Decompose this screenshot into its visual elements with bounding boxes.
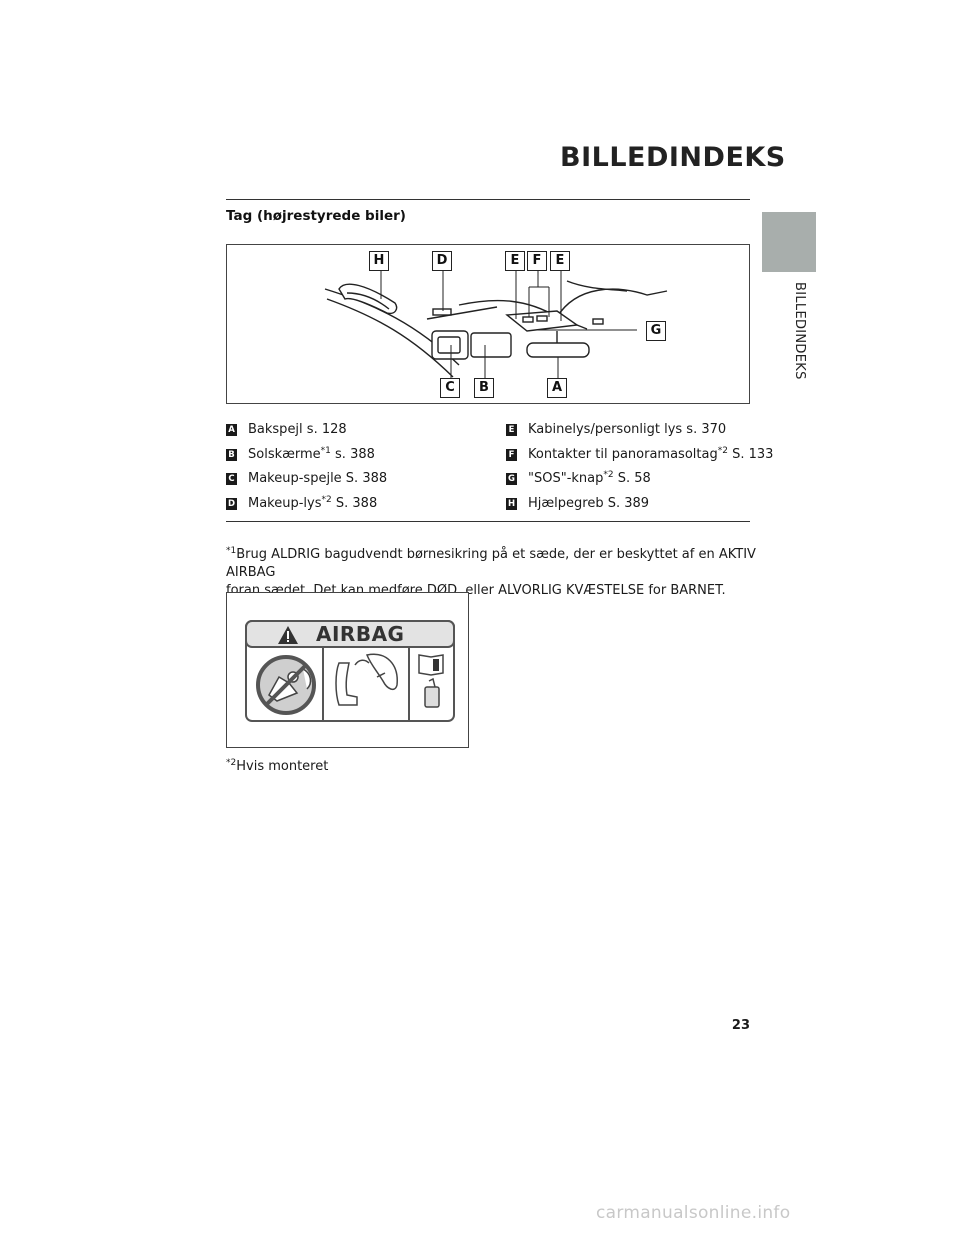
legend-page-ref: S. 133 <box>727 446 774 462</box>
legend-key: F <box>506 448 517 461</box>
airbag-warning-label <box>226 592 469 748</box>
footnote-mark: *2 <box>226 758 237 768</box>
callout-e-right: E <box>550 251 570 271</box>
legend-key: E <box>506 424 517 436</box>
legend-text: Kontakter til panoramasoltag <box>528 446 718 462</box>
roof-drawing <box>324 271 668 380</box>
callout-c: C <box>440 378 460 398</box>
footnote-ref: *2 <box>717 445 728 456</box>
section-title: Tag (højrestyrede biler) <box>226 208 406 224</box>
manual-book-icon <box>418 654 444 708</box>
callout-g: G <box>646 321 666 341</box>
header-divider <box>226 199 750 200</box>
footnote-2: *2Hvis monteret <box>226 758 328 776</box>
airbag-label-drawing <box>245 620 455 722</box>
footnote-ref: *2 <box>603 470 614 480</box>
legend-text: Kabinelys/personligt lys s. 370 <box>528 422 727 437</box>
legend-key: C <box>226 473 237 485</box>
footnote-2-text: Hvis monteret <box>236 759 329 774</box>
callout-a: A <box>547 378 567 398</box>
legend-divider <box>226 521 750 522</box>
page-header-title: BILLEDINDEKS <box>560 142 786 173</box>
callout-f: F <box>527 251 547 271</box>
footnote-1-line-1: Brug ALDRIG bagudvendt børnesikring på e… <box>226 547 756 580</box>
legend-key: G <box>506 473 517 485</box>
legend-text: Makeup-spejle S. 388 <box>248 471 388 486</box>
no-rear-facing-seat-icon <box>256 655 316 715</box>
callout-d: D <box>432 251 452 271</box>
legend-key: B <box>226 448 237 461</box>
legend-text: Makeup-lys <box>248 495 322 511</box>
callout-b: B <box>474 378 494 398</box>
chapter-tab-label: BILLEDINDEKS <box>792 282 807 380</box>
legend-page-ref: S. 388 <box>331 495 378 511</box>
legend-text: Solskærme <box>248 446 321 462</box>
airbag-label-text: AIRBAG <box>316 622 405 646</box>
callout-h: H <box>369 251 389 271</box>
footnote-mark: *1 <box>226 546 237 556</box>
page-number: 23 <box>731 1018 750 1033</box>
callout-e-left: E <box>505 251 525 271</box>
legend-page-ref: S. 58 <box>613 471 651 486</box>
airbag-deployment-icon <box>335 653 398 706</box>
footnote-ref: *2 <box>321 494 332 505</box>
watermark: carmanualsonline.info <box>596 1203 791 1223</box>
legend-key: H <box>506 497 517 510</box>
legend-text: Bakspejl s. 128 <box>248 422 347 437</box>
legend-key: A <box>226 424 237 436</box>
legend-page-ref: s. 388 <box>330 446 375 462</box>
footnote-ref: *1 <box>320 445 331 456</box>
legend-text: "SOS"-knap <box>528 471 604 486</box>
legend-text: Hjælpegreb S. 389 <box>528 495 650 511</box>
legend-key: D <box>226 497 237 510</box>
chapter-tab <box>762 212 816 272</box>
